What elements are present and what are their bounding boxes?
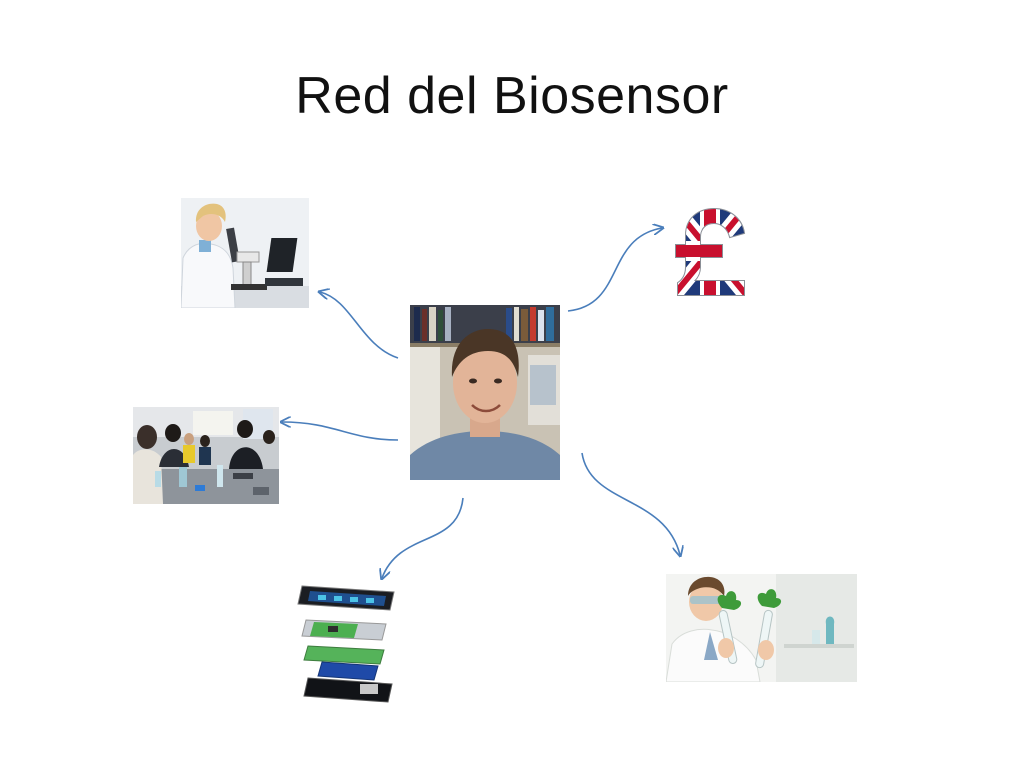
arrow-to-bottom-left xyxy=(382,497,464,578)
students-lab-workshop-photo xyxy=(133,407,279,504)
scientist-plant-tubes-photo xyxy=(666,574,857,682)
arrow-to-top-right xyxy=(567,228,662,312)
scientist-microscope-image xyxy=(181,198,309,308)
arrow-to-top-left xyxy=(320,292,399,359)
scientist-microscope-photo xyxy=(181,198,309,308)
exploded-smartphone-image xyxy=(262,580,460,706)
union-jack-pound-icon xyxy=(675,207,746,296)
scientist-plants-image xyxy=(666,574,857,682)
researcher-portrait xyxy=(410,305,560,480)
arrow-to-bottom-right xyxy=(581,452,680,555)
researcher-portrait-photo xyxy=(410,305,560,480)
slide-title: Red del Biosensor xyxy=(295,67,729,125)
students-lab-image xyxy=(133,407,279,504)
union-jack-pound-image xyxy=(672,205,748,297)
exploded-smartphone-photo xyxy=(262,580,460,706)
arrow-to-mid-left xyxy=(282,422,399,441)
